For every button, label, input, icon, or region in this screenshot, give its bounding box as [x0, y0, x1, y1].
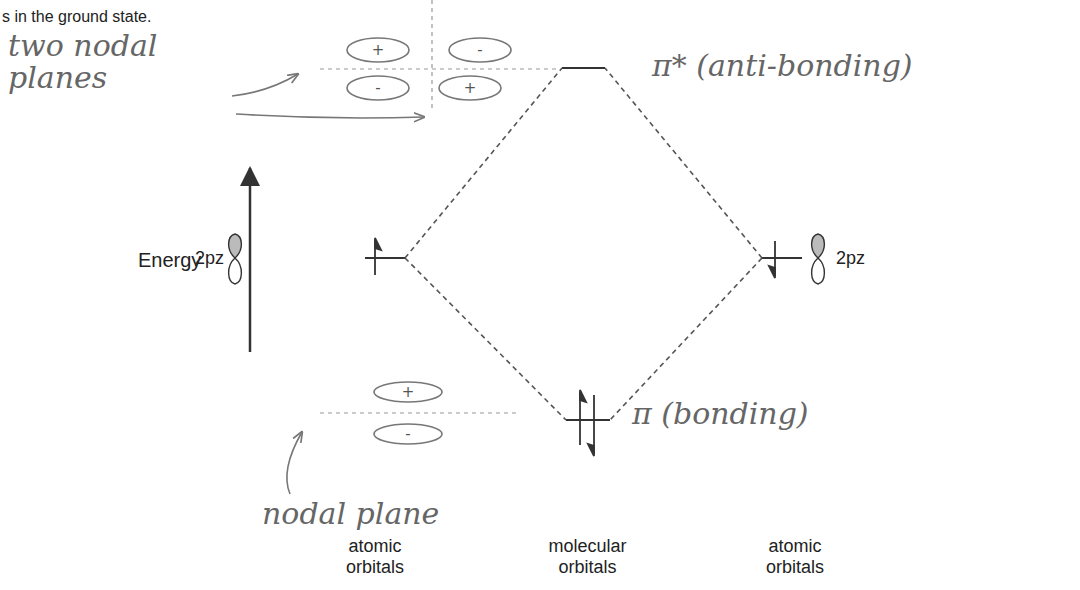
- caption-fragment: s in the ground state.: [2, 8, 302, 26]
- orbital-label: 2pz: [836, 248, 896, 269]
- column-label: atomic orbitals: [740, 536, 850, 578]
- correlation-lines: [405, 68, 762, 420]
- phase-sign: -: [477, 43, 482, 58]
- column-label: molecular orbitals: [530, 536, 645, 578]
- leader-arrow: [236, 114, 424, 118]
- orbital-label: π (bonding): [632, 398, 962, 430]
- phase-sign: -: [375, 81, 380, 96]
- phase-sign: +: [372, 43, 385, 58]
- column-label: atomic orbitals: [320, 536, 430, 578]
- p-orbital-symbol: [229, 234, 825, 284]
- orbital-lobe: -: [346, 75, 410, 101]
- antibonding-level: [562, 67, 605, 69]
- atomic-level: [365, 257, 405, 259]
- bonding-level: [566, 419, 610, 421]
- orbital-lobe: +: [346, 37, 410, 63]
- orbital-lobe: -: [373, 423, 443, 445]
- phase-sign: -: [405, 427, 410, 442]
- orbital-label: 2pz: [195, 248, 224, 269]
- orbital-label: π* (anti-bonding): [652, 50, 1072, 82]
- handwritten-note: nodal plane: [262, 498, 492, 530]
- orbital-lobe: -: [448, 37, 512, 63]
- energy-axis: [249, 168, 252, 352]
- nodal-plane-vertical: [431, 0, 432, 112]
- orbital-lobe: +: [373, 381, 443, 403]
- nodal-plane-bonding: [320, 412, 520, 413]
- phase-sign: +: [402, 385, 415, 400]
- nodal-plane-horizontal: [320, 68, 560, 69]
- phase-sign: +: [464, 81, 477, 96]
- handwritten-note: two nodal planes: [8, 30, 208, 93]
- leader-arrow: [232, 74, 298, 96]
- atomic-level: [762, 257, 802, 259]
- leader-arrow: [287, 432, 302, 494]
- orbital-lobe: +: [438, 75, 502, 101]
